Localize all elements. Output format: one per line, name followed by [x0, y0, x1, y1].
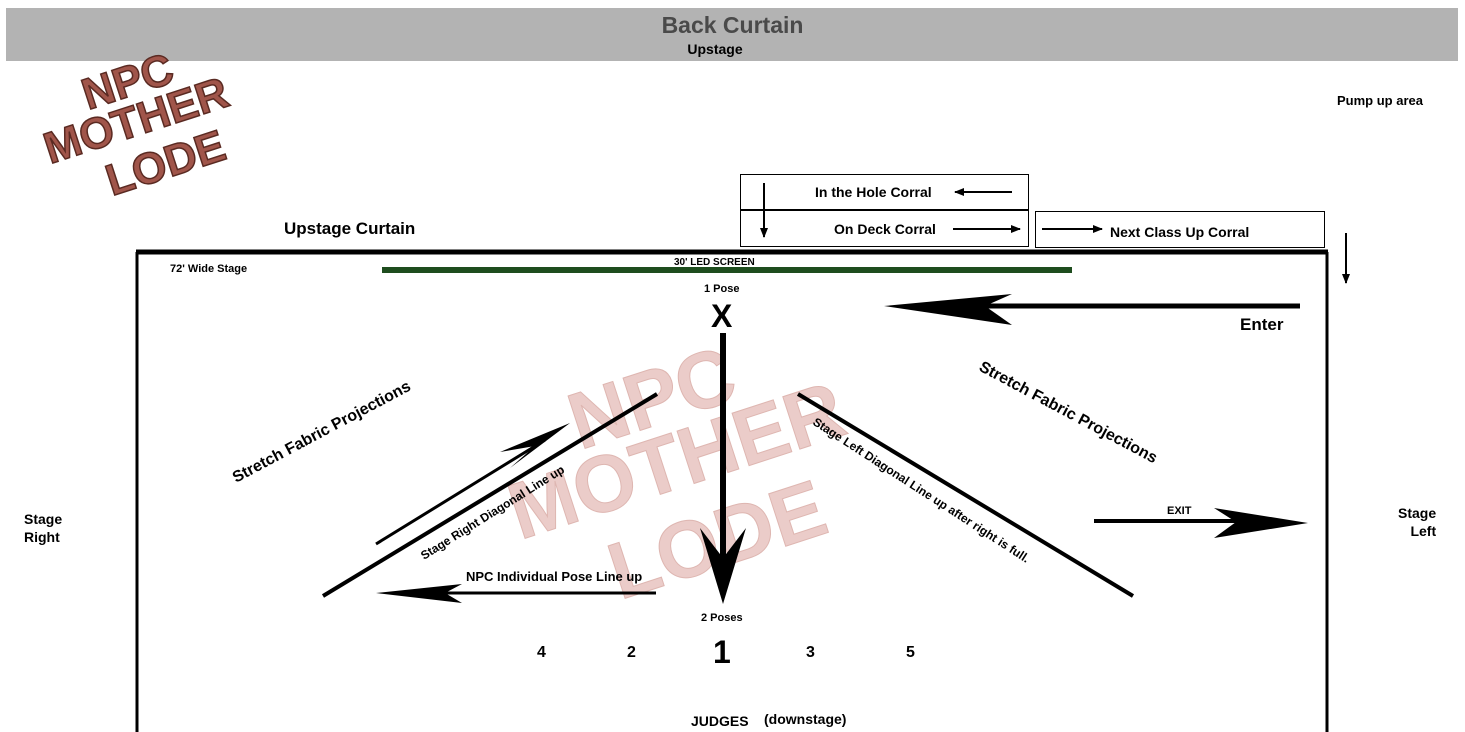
x-mark: X — [711, 298, 733, 334]
stage-left-line-2: Left — [1410, 523, 1437, 539]
judges-label: JUDGES — [691, 713, 749, 729]
center-arrow-head — [700, 528, 746, 604]
in-the-hole-corral-label: In the Hole Corral — [815, 184, 932, 200]
exit-label: EXIT — [1167, 505, 1192, 517]
stage-left-label: Stage Left — [1398, 504, 1436, 540]
individual-pose-label: NPC Individual Pose Line up — [466, 569, 643, 584]
enter-arrow-head — [884, 294, 1012, 325]
upstage-label: Upstage — [687, 41, 743, 57]
logo: NPC MOTHER LODE — [37, 43, 235, 206]
next-class-corral-label: Next Class Up Corral — [1110, 224, 1250, 240]
two-poses-label: 2 Poses — [701, 612, 743, 624]
stage-right-up-arrow-shaft — [375, 438, 546, 546]
pump-up-area-label: Pump up area — [1337, 93, 1423, 108]
stage-right-label: Stage Right — [24, 510, 62, 546]
downstage-label: (downstage) — [764, 711, 847, 727]
back-curtain-title: Back Curtain — [661, 12, 804, 38]
on-deck-corral-label: On Deck Corral — [834, 221, 936, 237]
stretch-fabric-right-label: Stretch Fabric Projections — [976, 359, 1160, 468]
position-5: 5 — [906, 644, 915, 661]
stage-width-label: 72' Wide Stage — [170, 263, 248, 275]
stretch-fabric-left-label: Stretch Fabric Projections — [230, 378, 414, 487]
led-screen — [382, 267, 1072, 273]
stage-right-diagonal-line — [321, 392, 659, 598]
upstage-curtain-label: Upstage Curtain — [284, 219, 416, 238]
stage-left-line-1: Stage — [1398, 505, 1437, 521]
stage-left-diagonal-label: Stage Left Diagonal Line up after right … — [810, 415, 1032, 566]
watermark-logo: NPC MOTHER LODE — [497, 329, 855, 617]
back-curtain-bar — [6, 8, 1458, 61]
stage-right-up-arrow-head — [500, 423, 570, 468]
position-1: 1 — [713, 634, 731, 670]
position-4: 4 — [537, 644, 546, 661]
exit-arrow-head — [1214, 508, 1308, 538]
position-3: 3 — [806, 644, 815, 661]
stage-right-line-1: Stage — [24, 511, 63, 527]
one-pose-label: 1 Pose — [704, 283, 740, 295]
stage-right-line-2: Right — [24, 529, 60, 545]
led-screen-label: 30' LED SCREEN — [674, 257, 755, 268]
position-2: 2 — [627, 644, 636, 661]
stage-left-diagonal-line — [796, 392, 1135, 598]
individual-pose-arrow-head — [376, 584, 462, 603]
enter-label: Enter — [1240, 315, 1284, 334]
